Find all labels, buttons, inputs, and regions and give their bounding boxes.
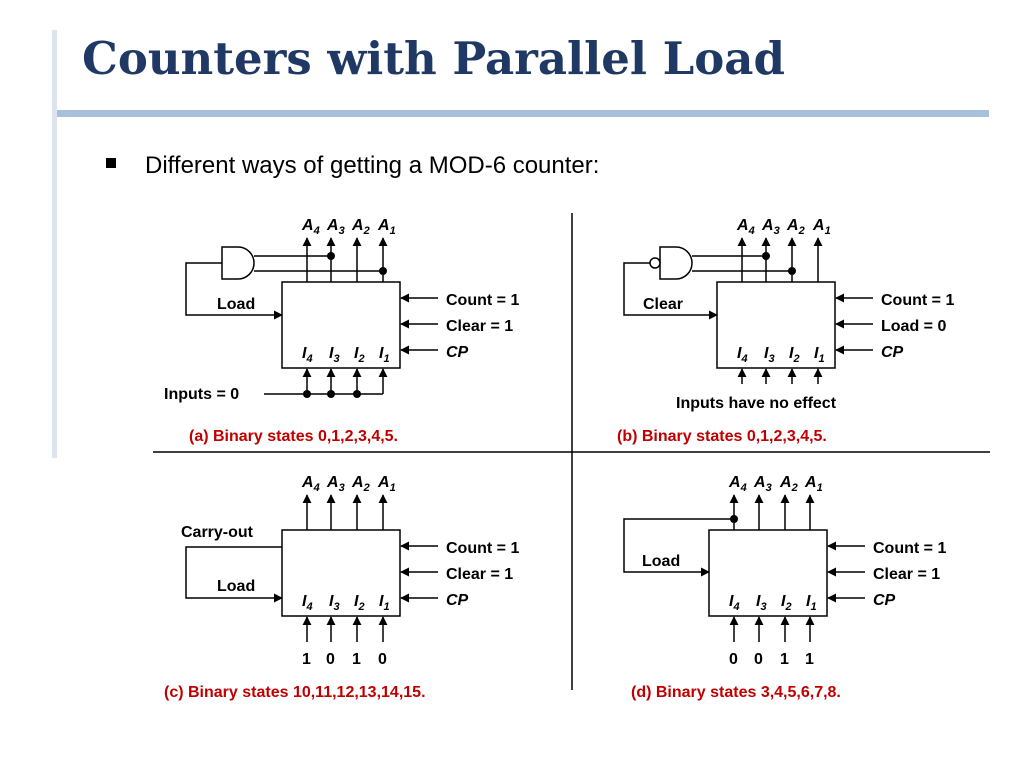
output-label-a4: A4	[301, 217, 320, 237]
inversion-bubble-icon	[649, 257, 661, 269]
input-label-i4: I4	[302, 345, 313, 365]
output-label-a3: A3	[326, 217, 345, 237]
output-label-a1: A1	[377, 217, 396, 237]
input-label-i2: I2	[781, 593, 792, 613]
input-value-i2: 1	[780, 651, 789, 668]
nand-gate-icon	[659, 246, 693, 280]
title-underline	[57, 110, 989, 117]
input-value-i1: 1	[805, 651, 814, 668]
and-gate-icon	[221, 246, 255, 280]
control-cp: CP	[446, 592, 469, 609]
control-load: Load = 0	[881, 318, 946, 335]
counter-box	[708, 529, 828, 617]
input-label-i3: I3	[764, 345, 775, 365]
input-label-i3: I3	[329, 593, 340, 613]
square-bullet-icon	[106, 158, 116, 168]
input-label-i2: I2	[789, 345, 800, 365]
output-label-a3: A3	[326, 474, 345, 494]
control-clear: Clear = 1	[446, 318, 513, 335]
input-label-i1: I1	[814, 345, 825, 365]
carry-out-label: Carry-out	[181, 524, 254, 541]
counter-box	[281, 281, 401, 369]
output-label-a2: A2	[351, 217, 370, 237]
control-clear: Clear = 1	[873, 566, 940, 583]
output-label-a1: A1	[377, 474, 396, 494]
input-value-i4: 1	[302, 651, 311, 668]
input-label-i4: I4	[737, 345, 748, 365]
output-label-a2: A2	[779, 474, 798, 494]
caption-b: (b) Binary states 0,1,2,3,4,5.	[617, 428, 827, 445]
clear-label: Clear	[643, 296, 683, 313]
inputs-note: Inputs = 0	[164, 386, 239, 403]
input-label-i3: I3	[756, 593, 767, 613]
panel-b: A4 A3 A2 A1 Clear Count = 1 Load = 0 CP …	[617, 217, 954, 445]
caption-d: (d) Binary states 3,4,5,6,7,8.	[631, 684, 841, 701]
input-value-i4: 0	[729, 651, 738, 668]
input-label-i2: I2	[354, 345, 365, 365]
counter-box	[281, 529, 401, 617]
output-label-a4: A4	[301, 474, 320, 494]
caption-a: (a) Binary states 0,1,2,3,4,5.	[189, 428, 398, 445]
left-accent-bar	[52, 30, 57, 458]
input-label-i2: I2	[354, 593, 365, 613]
control-cp: CP	[873, 592, 896, 609]
input-label-i1: I1	[806, 593, 817, 613]
slide-title: Counters with Parallel Load	[82, 32, 785, 85]
caption-c: (c) Binary states 10,11,12,13,14,15.	[164, 684, 426, 701]
control-count: Count = 1	[446, 540, 519, 557]
inputs-note: Inputs have no effect	[676, 395, 837, 412]
load-label: Load	[217, 296, 255, 313]
control-count: Count = 1	[881, 292, 954, 309]
input-value-i2: 1	[352, 651, 361, 668]
control-count: Count = 1	[446, 292, 519, 309]
input-label-i4: I4	[729, 593, 740, 613]
output-label-a3: A3	[761, 217, 780, 237]
panel-c: A4 A3 A2 A1 Carry-out Load Count = 1 Cle…	[164, 474, 519, 701]
input-label-i3: I3	[329, 345, 340, 365]
control-clear: Clear = 1	[446, 566, 513, 583]
control-count: Count = 1	[873, 540, 946, 557]
input-value-i3: 0	[326, 651, 335, 668]
control-cp: CP	[446, 344, 469, 361]
input-label-i1: I1	[379, 345, 390, 365]
output-label-a3: A3	[753, 474, 772, 494]
output-label-a2: A2	[786, 217, 805, 237]
panel-d: A4 A3 A2 A1 Load Count = 1 Clear = 1 CP …	[623, 474, 946, 701]
control-cp: CP	[881, 344, 904, 361]
output-label-a2: A2	[351, 474, 370, 494]
output-label-a4: A4	[728, 474, 747, 494]
output-label-a4: A4	[736, 217, 755, 237]
load-label: Load	[642, 553, 680, 570]
load-label: Load	[217, 578, 255, 595]
input-label-i1: I1	[379, 593, 390, 613]
output-label-a1: A1	[812, 217, 831, 237]
input-value-i3: 0	[754, 651, 763, 668]
input-value-i1: 0	[378, 651, 387, 668]
bullet-text: Different ways of getting a MOD-6 counte…	[145, 152, 600, 179]
panel-a: A4 A3 A2 A1 Load Count = 1 Clear = 1 CP …	[164, 217, 519, 445]
output-label-a1: A1	[804, 474, 823, 494]
counter-box	[716, 281, 836, 369]
input-label-i4: I4	[302, 593, 313, 613]
